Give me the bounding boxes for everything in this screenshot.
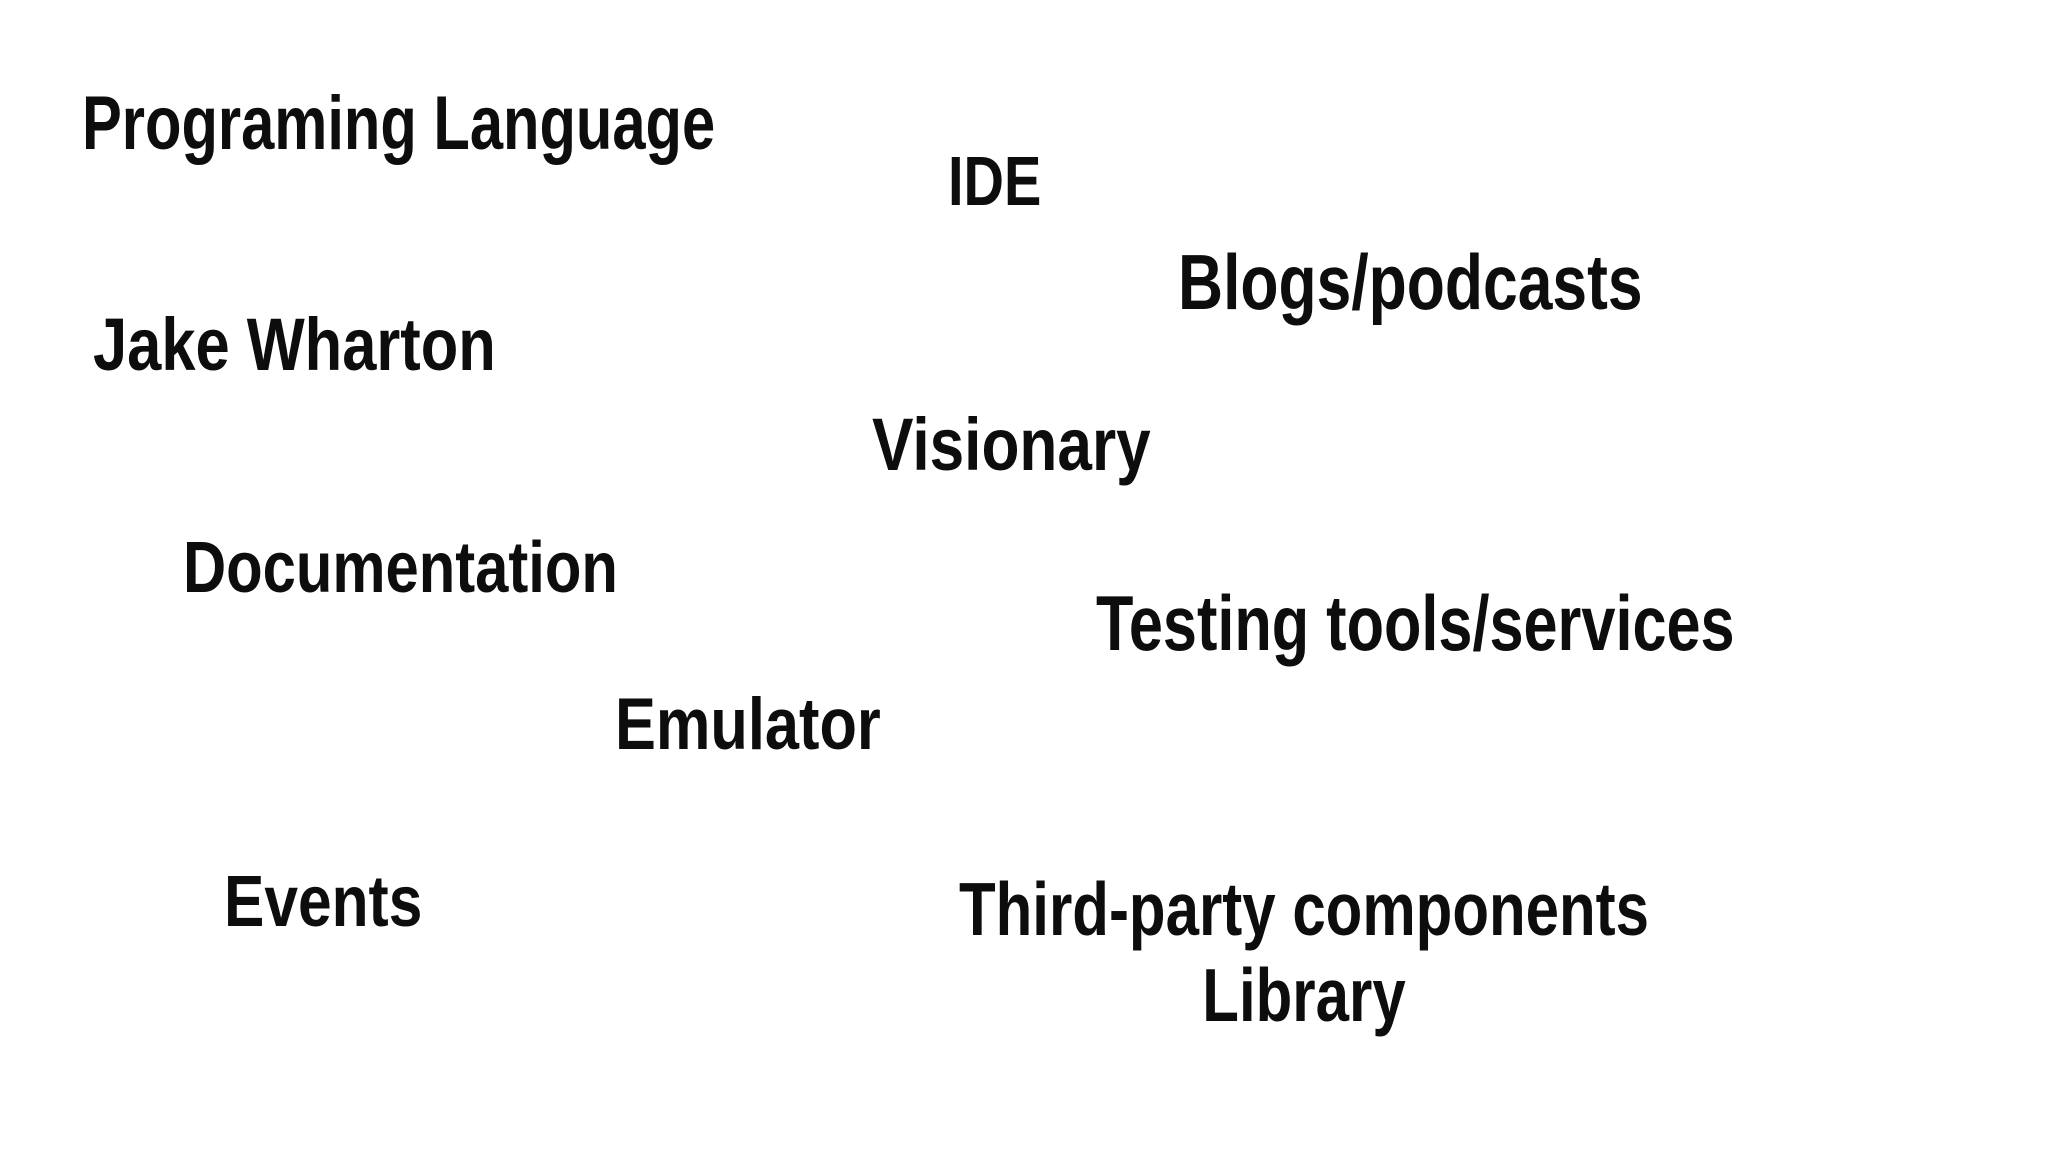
word-visionary: Visionary — [872, 403, 1151, 486]
word-third-party-components-library: Third-party components Library — [958, 867, 1650, 1038]
word-jake-wharton: Jake Wharton — [93, 303, 496, 386]
word-emulator: Emulator — [615, 684, 881, 765]
word-testing-tools-services: Testing tools/services — [1096, 579, 1735, 667]
word-programming-language: Programing Language — [82, 81, 716, 166]
word-ide: IDE — [948, 142, 1042, 220]
word-events: Events — [224, 862, 423, 942]
word-documentation: Documentation — [183, 528, 618, 608]
word-blogs-podcasts: Blogs/podcasts — [1178, 238, 1643, 326]
